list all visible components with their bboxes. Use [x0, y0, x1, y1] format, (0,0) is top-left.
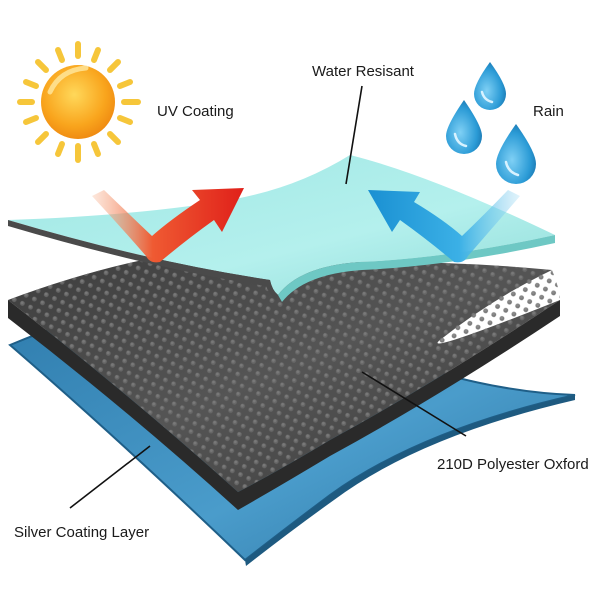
leader-lines	[69, 85, 467, 509]
silver-coating-leader	[69, 445, 151, 509]
water-resistant-layer	[8, 155, 555, 302]
raindrop-icon	[474, 62, 506, 110]
water-resistant-leader	[345, 85, 363, 185]
red-reflect-arrow-icon	[92, 188, 244, 263]
polyester-label: 210D Polyester Oxford	[437, 456, 589, 473]
blue-reflect-arrow-icon	[368, 190, 520, 263]
uv-coating-label: UV Coating	[157, 103, 234, 120]
sun-icon	[17, 41, 141, 163]
silver-coating-label: Silver Coating Layer	[14, 524, 150, 541]
water-resistant-label: Water Resisant	[312, 63, 414, 80]
raindrop-icon	[446, 100, 482, 154]
polyester-oxford-layer	[8, 250, 560, 510]
raindrop-icon	[496, 124, 536, 184]
rain-label: Rain	[533, 103, 564, 120]
polyester-leader	[361, 371, 467, 437]
